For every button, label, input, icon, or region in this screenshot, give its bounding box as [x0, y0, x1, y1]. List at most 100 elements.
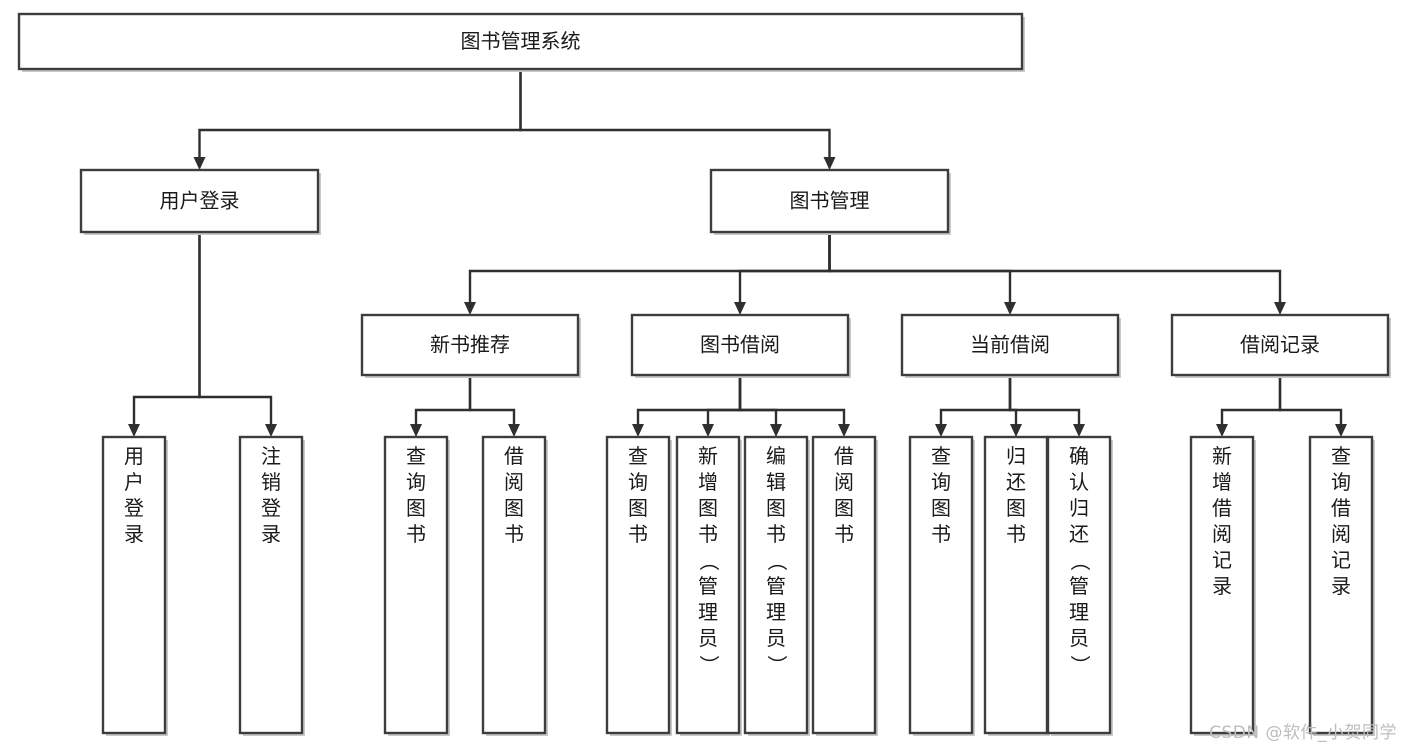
node-label-char: 查 — [931, 444, 951, 468]
node-label-char: 借 — [834, 444, 854, 468]
arrowhead-icon — [508, 424, 520, 437]
node-box[interactable] — [605, 435, 671, 735]
node-box[interactable] — [1308, 435, 1374, 735]
node-label-char: 户 — [124, 470, 144, 494]
node-label-char: 书 — [834, 522, 854, 546]
edge-root-to-book-manage — [519, 69, 836, 170]
node-book-borrow[interactable]: 图书借阅 — [630, 313, 851, 378]
node-box[interactable] — [743, 435, 809, 735]
node-label-char: 管 — [1069, 574, 1089, 598]
edge-book-borrow-to-leaf-borrow-edit-book — [738, 375, 782, 437]
edge-borrow-record-to-leaf-rec-add-record — [1216, 375, 1282, 437]
edge-user-login-to-leaf-user-login — [128, 232, 201, 437]
arrowhead-icon — [1216, 424, 1228, 437]
node-label-char: 管 — [766, 574, 786, 598]
node-label-char: 借 — [1331, 496, 1351, 520]
node-current-borrow[interactable]: 当前借阅 — [900, 313, 1121, 378]
node-user-login[interactable]: 用户登录 — [79, 168, 321, 235]
arrowhead-icon — [838, 424, 850, 437]
node-label-char: 销 — [261, 470, 281, 494]
node-label: 图书管理系统 — [461, 29, 581, 53]
node-label-char: 登 — [124, 496, 144, 520]
nodes-layer: 图书管理系统用户登录图书管理新书推荐图书借阅当前借阅借阅记录用户登录注销登录查询… — [17, 12, 1391, 736]
node-label-char: 书 — [504, 522, 524, 546]
node-book-manage[interactable]: 图书管理 — [709, 168, 951, 235]
node-box[interactable] — [709, 168, 950, 234]
node-label-char: 归 — [1006, 444, 1026, 468]
node-label-char: ） — [1068, 655, 1092, 675]
node-leaf-user-login[interactable]: 用户登录 — [101, 435, 168, 736]
node-box[interactable] — [1189, 435, 1255, 735]
node-box[interactable] — [983, 435, 1049, 735]
node-box[interactable] — [360, 313, 580, 377]
arrowhead-icon — [1335, 424, 1347, 437]
node-label-char: 录 — [261, 522, 281, 546]
node-label-char: 记 — [1331, 548, 1351, 572]
node-label-char: 图 — [1006, 496, 1026, 520]
node-label-char: 理 — [766, 600, 786, 624]
node-label-char: 图 — [406, 496, 426, 520]
node-root[interactable]: 图书管理系统 — [17, 12, 1025, 72]
arrowhead-icon — [1073, 424, 1085, 437]
edge-book-manage-to-borrow-record — [828, 232, 1286, 315]
node-borrow-record[interactable]: 借阅记录 — [1170, 313, 1391, 378]
node-box[interactable] — [383, 435, 449, 735]
node-label-char: 查 — [628, 444, 648, 468]
node-label-char: 图 — [698, 496, 718, 520]
edge-book-manage-to-new-book-rec — [464, 232, 831, 315]
node-box[interactable] — [17, 12, 1024, 71]
edge-root-to-user-login — [193, 69, 522, 170]
node-box[interactable] — [1170, 313, 1390, 377]
arrowhead-icon — [193, 157, 206, 170]
node-box[interactable] — [238, 435, 304, 735]
node-label-char: 图 — [766, 496, 786, 520]
node-box[interactable] — [811, 435, 877, 735]
node-box[interactable] — [101, 435, 167, 735]
node-box[interactable] — [79, 168, 320, 234]
node-label-char: 阅 — [1331, 522, 1351, 546]
node-label-char: 询 — [406, 470, 426, 494]
node-box[interactable] — [675, 435, 741, 735]
node-label-char: 询 — [1331, 470, 1351, 494]
node-label-char: 记 — [1212, 548, 1232, 572]
node-box[interactable] — [1046, 435, 1112, 735]
edge-current-borrow-to-leaf-cur-return-book — [1008, 375, 1022, 437]
arrowhead-icon — [128, 424, 140, 437]
arrowhead-icon — [464, 302, 476, 315]
node-label-char: 确 — [1069, 444, 1089, 468]
arrowhead-icon — [734, 302, 746, 315]
node-label-char: 借 — [1212, 496, 1232, 520]
node-label-char: 录 — [1212, 574, 1232, 598]
node-label-char: 管 — [698, 574, 718, 598]
node-label-char: 图 — [834, 496, 854, 520]
node-new-book-rec[interactable]: 新书推荐 — [360, 313, 581, 378]
arrowhead-icon — [410, 424, 422, 437]
node-box[interactable] — [900, 313, 1120, 377]
node-label-char: 书 — [406, 522, 426, 546]
node-label-char: 阅 — [1212, 522, 1232, 546]
node-label-char: ） — [697, 655, 721, 675]
node-box[interactable] — [908, 435, 974, 735]
node-label-char: 阅 — [834, 470, 854, 494]
node-label: 用户登录 — [160, 189, 240, 213]
edge-book-manage-to-book-borrow — [734, 232, 831, 315]
edge-book-borrow-to-leaf-borrow-add-book — [702, 375, 742, 437]
arrowhead-icon — [1004, 302, 1016, 315]
node-label: 借阅记录 — [1240, 333, 1320, 357]
node-label: 当前借阅 — [970, 333, 1050, 357]
node-box[interactable] — [630, 313, 850, 377]
node-box[interactable] — [481, 435, 547, 735]
